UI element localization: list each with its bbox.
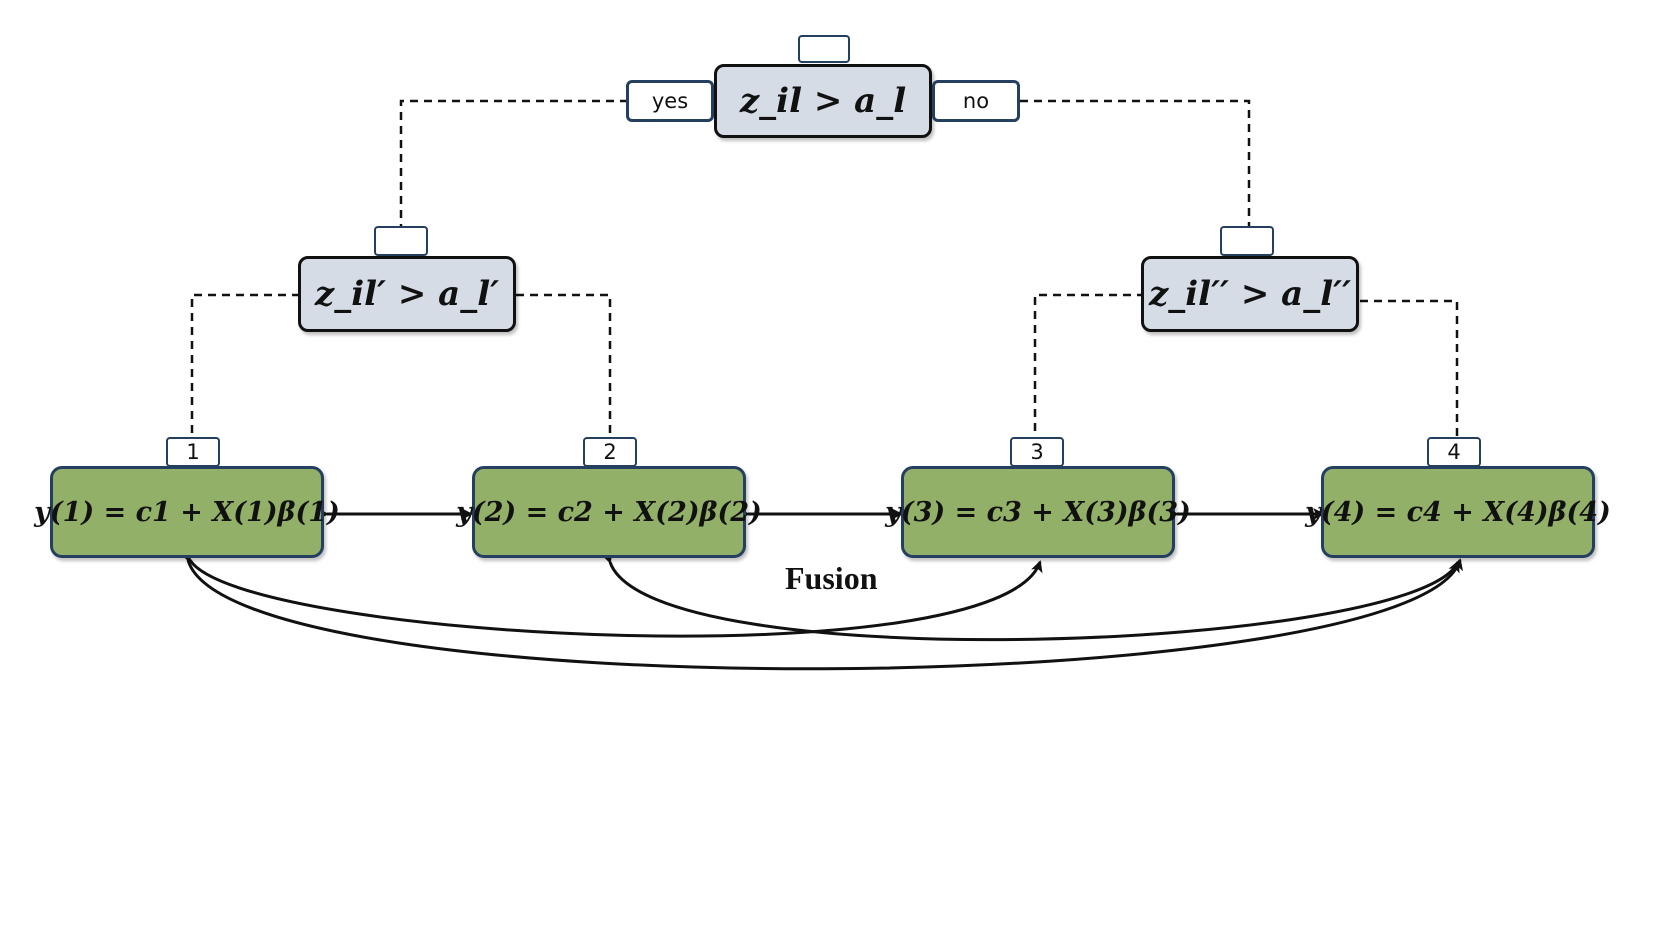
edge-root-yes (399, 99, 628, 228)
edge-root-no (1020, 99, 1251, 228)
root-top-tag (798, 35, 850, 63)
left-split-condition: z_il′ > a_l′ (298, 256, 516, 332)
edge-left-to-leaf2 (516, 293, 612, 440)
leaf-2-number: 2 (583, 437, 637, 467)
fusion-label: Fusion (785, 560, 878, 596)
arc-leaf1-leaf4 (179, 548, 1463, 671)
arc-leaf2-leaf4 (601, 550, 1460, 642)
edge-left-to-leaf1 (190, 293, 300, 440)
yes-label: yes (626, 80, 714, 122)
leaf-4-number: 4 (1427, 437, 1481, 467)
right-split-tag (1220, 226, 1274, 256)
arc-leaf1-leaf3 (179, 548, 1043, 638)
leaf-3-number: 3 (1010, 437, 1064, 467)
tree-edges (190, 99, 1459, 440)
leaf-1-equation: y(1) = c1 + X(1)β(1) (34, 466, 340, 558)
edge-right-to-leaf4 (1360, 299, 1459, 440)
left-split-tag (374, 226, 428, 256)
right-split-condition: z_il′′ > a_l′′ (1141, 256, 1359, 332)
edge-right-to-leaf3 (1033, 293, 1145, 440)
no-label: no (932, 80, 1020, 122)
root-condition: z_il > a_l (714, 64, 932, 138)
leaf-4-equation: y(4) = c4 + X(4)β(4) (1305, 466, 1611, 558)
fusion-arrows (179, 508, 1463, 671)
leaf-2-equation: y(2) = c2 + X(2)β(2) (456, 466, 762, 558)
leaf-3-equation: y(3) = c3 + X(3)β(3) (885, 466, 1191, 558)
leaf-1-number: 1 (166, 437, 220, 467)
